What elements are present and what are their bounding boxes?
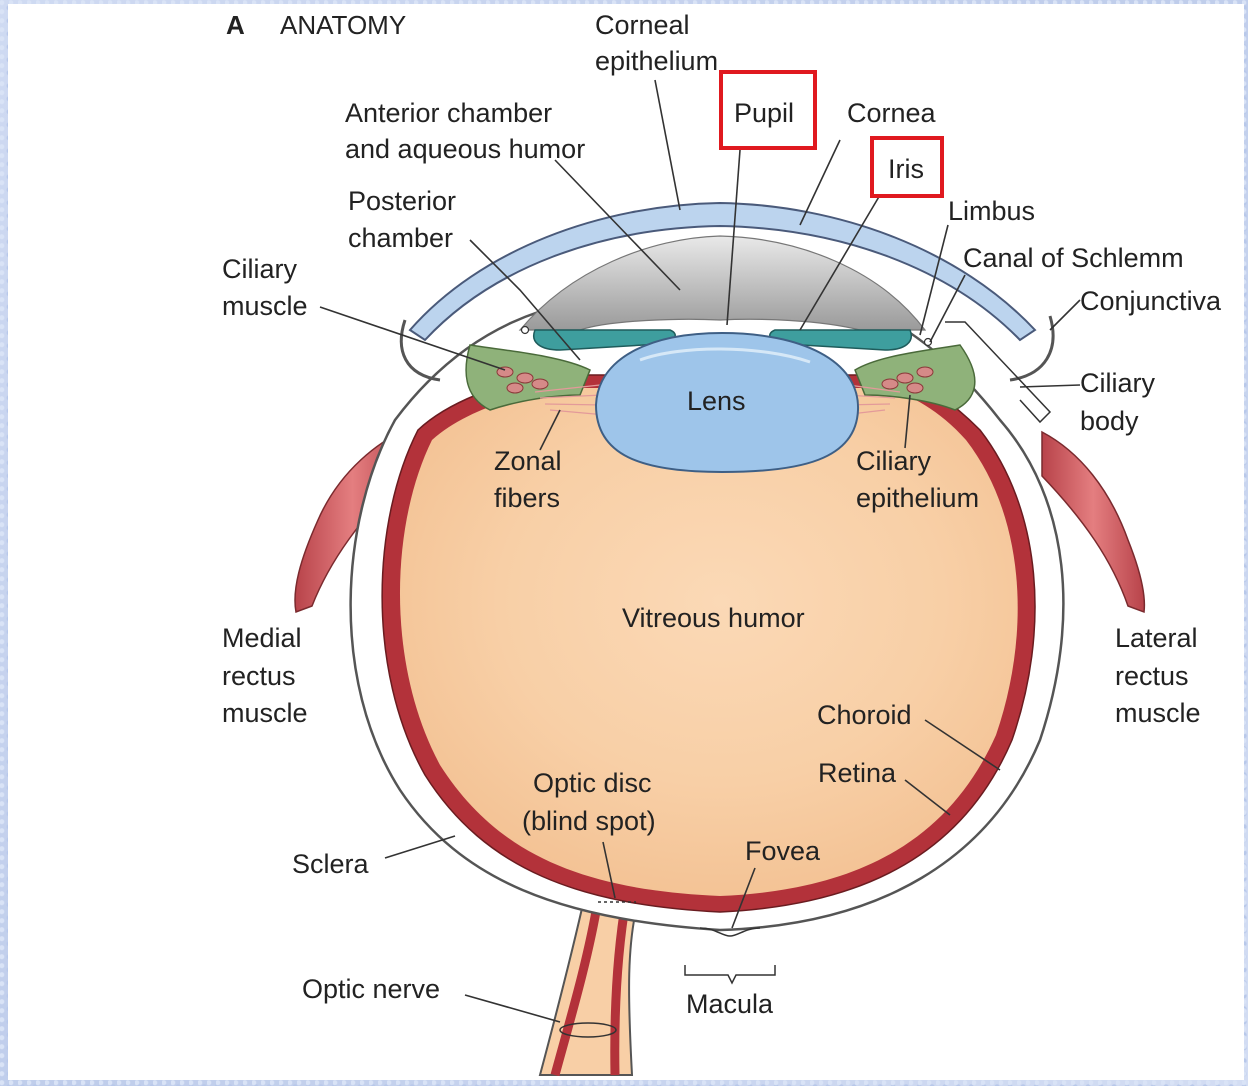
- figure-title: ANATOMY: [280, 10, 406, 40]
- macula-bracket: [685, 965, 775, 983]
- label-ciliary-body-1: Ciliary: [1080, 368, 1156, 398]
- label-fovea: Fovea: [745, 836, 821, 866]
- anterior-chamber-shape: [520, 236, 925, 330]
- label-optic-disc-1: Optic disc: [533, 768, 652, 798]
- label-lateral-rectus-2: rectus: [1115, 661, 1189, 691]
- label-ciliary-muscle-2: muscle: [222, 291, 308, 321]
- label-posterior-chamber-2: chamber: [348, 223, 453, 253]
- label-ciliary-epithelium-2: epithelium: [856, 483, 979, 513]
- label-choroid: Choroid: [817, 700, 912, 730]
- label-canal-of-schlemm: Canal of Schlemm: [963, 243, 1184, 273]
- label-limbus: Limbus: [948, 196, 1035, 226]
- label-vitreous-humor: Vitreous humor: [622, 603, 805, 633]
- label-medial-rectus-1: Medial: [222, 623, 302, 653]
- label-zonal-fibers-2: fibers: [494, 483, 560, 513]
- canal-of-schlemm-left: [522, 327, 529, 334]
- label-optic-disc-2: (blind spot): [522, 806, 656, 836]
- label-ciliary-epithelium-1: Ciliary: [856, 446, 932, 476]
- label-posterior-chamber-1: Posterior: [348, 186, 456, 216]
- label-lateral-rectus-1: Lateral: [1115, 623, 1198, 653]
- label-ciliary-muscle-1: Ciliary: [222, 254, 298, 284]
- label-cornea: Cornea: [847, 98, 937, 128]
- label-corneal-epithelium-1: Corneal: [595, 10, 690, 40]
- label-lens: Lens: [687, 386, 746, 416]
- label-lateral-rectus-3: muscle: [1115, 698, 1201, 728]
- label-macula: Macula: [686, 989, 774, 1019]
- label-anterior-chamber-1: Anterior chamber: [345, 98, 552, 128]
- label-conjunctiva: Conjunctiva: [1080, 286, 1222, 316]
- label-iris: Iris: [888, 154, 924, 184]
- label-corneal-epithelium-2: epithelium: [595, 46, 718, 76]
- label-zonal-fibers-1: Zonal: [494, 446, 562, 476]
- label-optic-nerve: Optic nerve: [302, 974, 440, 1004]
- label-medial-rectus-3: muscle: [222, 698, 308, 728]
- label-sclera: Sclera: [292, 849, 370, 879]
- panel-letter: A: [226, 10, 245, 40]
- label-medial-rectus-2: rectus: [222, 661, 296, 691]
- label-retina: Retina: [818, 758, 897, 788]
- label-anterior-chamber-2: and aqueous humor: [345, 134, 585, 164]
- label-pupil: Pupil: [734, 98, 794, 128]
- label-ciliary-body-2: body: [1080, 406, 1139, 436]
